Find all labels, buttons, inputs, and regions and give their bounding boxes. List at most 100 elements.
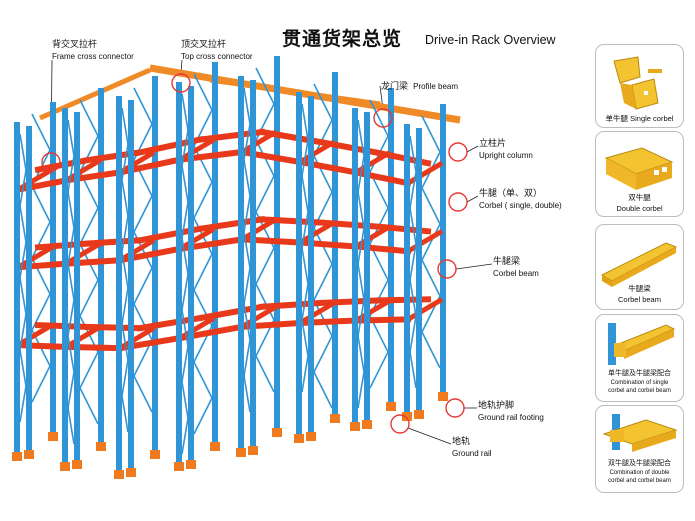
double-combination-image [602,414,678,452]
leader-line-4 [466,145,479,153]
label-profile-beam: 龙门梁 Profile beam [381,76,458,93]
label-upright-en: Upright column [479,151,533,160]
rail-footing-back-6 [386,402,396,411]
card-2-cn: 双牛腿 [628,193,651,202]
callout-circle-top-cross [171,73,191,93]
bracing-back-6 [369,99,389,389]
corbel-depth-4-0 [240,129,278,155]
upright-front-b-1 [74,112,80,468]
label-profile-beam-en: Profile beam [413,82,459,91]
card-corbel-beam: 牛腿梁 Corbel beam [595,224,684,310]
label-ground-rail-en: Ground rail [452,449,492,458]
label-top-cross-en: Top cross connector [181,52,253,61]
title-cn: 贯通货架总览 [282,28,403,50]
card-2-en: Double corbel [616,204,663,213]
corbel-depth-3-0 [178,137,216,162]
leader-line-6 [455,263,493,270]
single-combination-image [608,323,676,365]
bracing-front-2 [121,107,129,433]
corbel-depth-7-0 [406,161,444,186]
card-double-combination: 双牛腿及牛腿梁配合 Combination of double corbel a… [595,405,684,493]
corbel-depth-0-2 [16,322,54,348]
card-3-cn: 牛腿梁 [628,284,651,293]
label-profile-beam-cn: 龙门梁 [381,82,409,92]
corbel-depth-1-2 [64,324,102,350]
rail-footing-front-b-5 [306,432,316,441]
upright-front-b-6 [364,112,370,428]
card-1-en: Single corbel [630,114,674,123]
label-top-cross-cn: 顶交叉拉杆 [181,40,227,50]
rail-footing-front-b-4 [248,446,258,455]
rail-footing-front-7 [402,412,412,421]
corbel-depth-1-0 [64,158,102,183]
label-rail-footing-en: Ground rail footing [478,413,544,422]
corbel-depth-7-2 [406,297,444,322]
upright-front-6 [352,108,358,430]
label-rail-footing-cn: 地轨护脚 [478,401,515,411]
corbel-depth-2-1 [118,238,156,263]
upright-front-b-2 [128,100,134,476]
card-5-en1: Combination of double [609,470,670,476]
rail-footing-front-4 [236,448,246,457]
bracing-front-3 [181,93,189,455]
corbel-depth-5-2 [298,300,336,326]
card-single-corbel: 单牛腿 Single corbel [595,44,684,128]
single-corbel-image [613,56,662,110]
bracing-front-1 [67,119,75,445]
callout-circle-corbel [448,192,468,212]
card-3-en: Corbel beam [618,295,661,304]
label-frame-cross-en: Frame cross connector [52,52,134,61]
card-4-cn: 单牛腿及牛腿梁配合 [608,370,671,377]
rail-footing-front-1 [60,462,70,471]
bracing-front-5 [301,103,309,393]
leader-line-8 [407,427,452,445]
leader-line-5 [466,195,479,203]
upright-back-3 [212,62,218,450]
corbel-depth-0-1 [16,245,54,270]
label-corbel-cn: 牛腿（单、双） [479,189,543,199]
corbel-depth-5-1 [298,220,336,245]
upright-front-7 [404,124,410,420]
rail-footing-front-b-6 [362,420,372,429]
callout-circle-ground-rail [390,414,410,434]
upright-front-b-3 [188,86,194,468]
label-corbel-beam-cn: 牛腿梁 [493,257,521,267]
bracing-back-2 [133,87,153,413]
corbel-depth-2-0 [118,150,156,175]
rack-illustration [12,56,493,479]
rail-footing-back-0 [48,432,58,441]
upright-front-5 [296,92,302,442]
rail-footing-back-3 [210,442,220,451]
rail-footing-front-2 [114,470,124,479]
corbel-depth-1-1 [64,241,102,266]
rail-footing-front-3 [174,462,184,471]
bracing-front-4 [243,87,251,413]
card-5-cn: 双牛腿及牛腿梁配合 [608,460,671,467]
card-1-caption: 单牛腿 Single corbel [596,113,683,124]
upright-back-0 [50,102,56,440]
double-corbel-image [604,147,674,190]
rail-footing-front-b-0 [24,450,34,459]
card-single-combination: 单牛腿及牛腿梁配合 Combination of single corbel a… [595,314,684,402]
label-ground-rail-cn: 地轨 [452,437,471,447]
front-uprights [12,76,424,479]
callout-circles [41,73,468,434]
callout-circle-profile-beam [373,108,393,128]
callout-circle-frame-cross [41,152,61,172]
label-frame-cross-cn: 背交叉拉杆 [52,40,98,50]
upright-front-b-7 [416,128,422,418]
callout-circle-upright [448,142,468,162]
label-corbel-beam-en: Corbel beam [493,269,539,278]
title-en: Drive-in Rack Overview [425,33,556,47]
corbel-beam-image [600,242,678,287]
rail-footing-back-1 [96,442,106,451]
upright-front-1 [62,108,68,470]
rail-footing-front-6 [350,422,360,431]
corbel-depth-3-1 [178,226,216,251]
rail-footing-front-b-7 [414,410,424,419]
profile-beam-mid [209,77,381,107]
upright-back-4 [274,56,280,436]
upright-front-b-0 [26,126,32,458]
rail-footing-back-5 [330,414,340,423]
